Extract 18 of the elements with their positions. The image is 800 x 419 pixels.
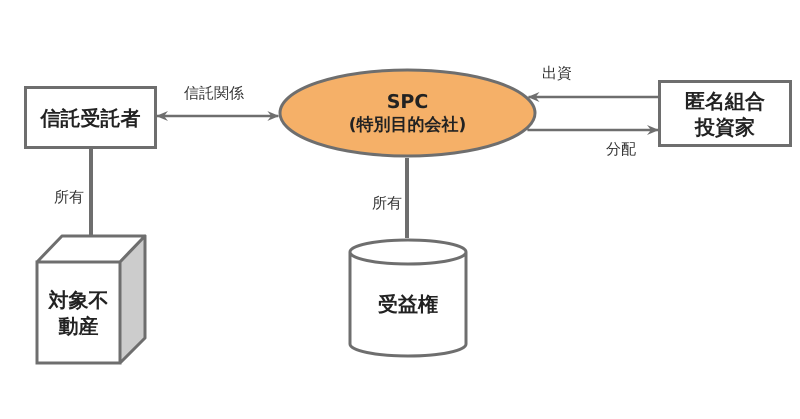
node-label: (特別目的会社) bbox=[348, 114, 468, 136]
edge-label: 信託関係 bbox=[182, 86, 246, 101]
arrow bbox=[156, 111, 280, 121]
edge-label: 所有 bbox=[52, 190, 86, 205]
node-label: 受益権 bbox=[377, 291, 439, 317]
node-label: 信託受託者 bbox=[39, 104, 142, 130]
node-label: 対象不動産 bbox=[47, 286, 110, 338]
edge-label: 分配 bbox=[604, 142, 638, 157]
connector-line bbox=[89, 149, 93, 236]
process-box bbox=[658, 80, 792, 147]
arrow bbox=[528, 92, 658, 102]
connector-line bbox=[405, 158, 409, 238]
node-label: SPC bbox=[386, 90, 430, 114]
edge-label: 所有 bbox=[370, 196, 404, 211]
process-box bbox=[24, 86, 157, 149]
arrow bbox=[527, 125, 659, 135]
node-label: 匿名組合投資家 bbox=[684, 88, 766, 140]
edge-label: 出資 bbox=[540, 66, 574, 81]
